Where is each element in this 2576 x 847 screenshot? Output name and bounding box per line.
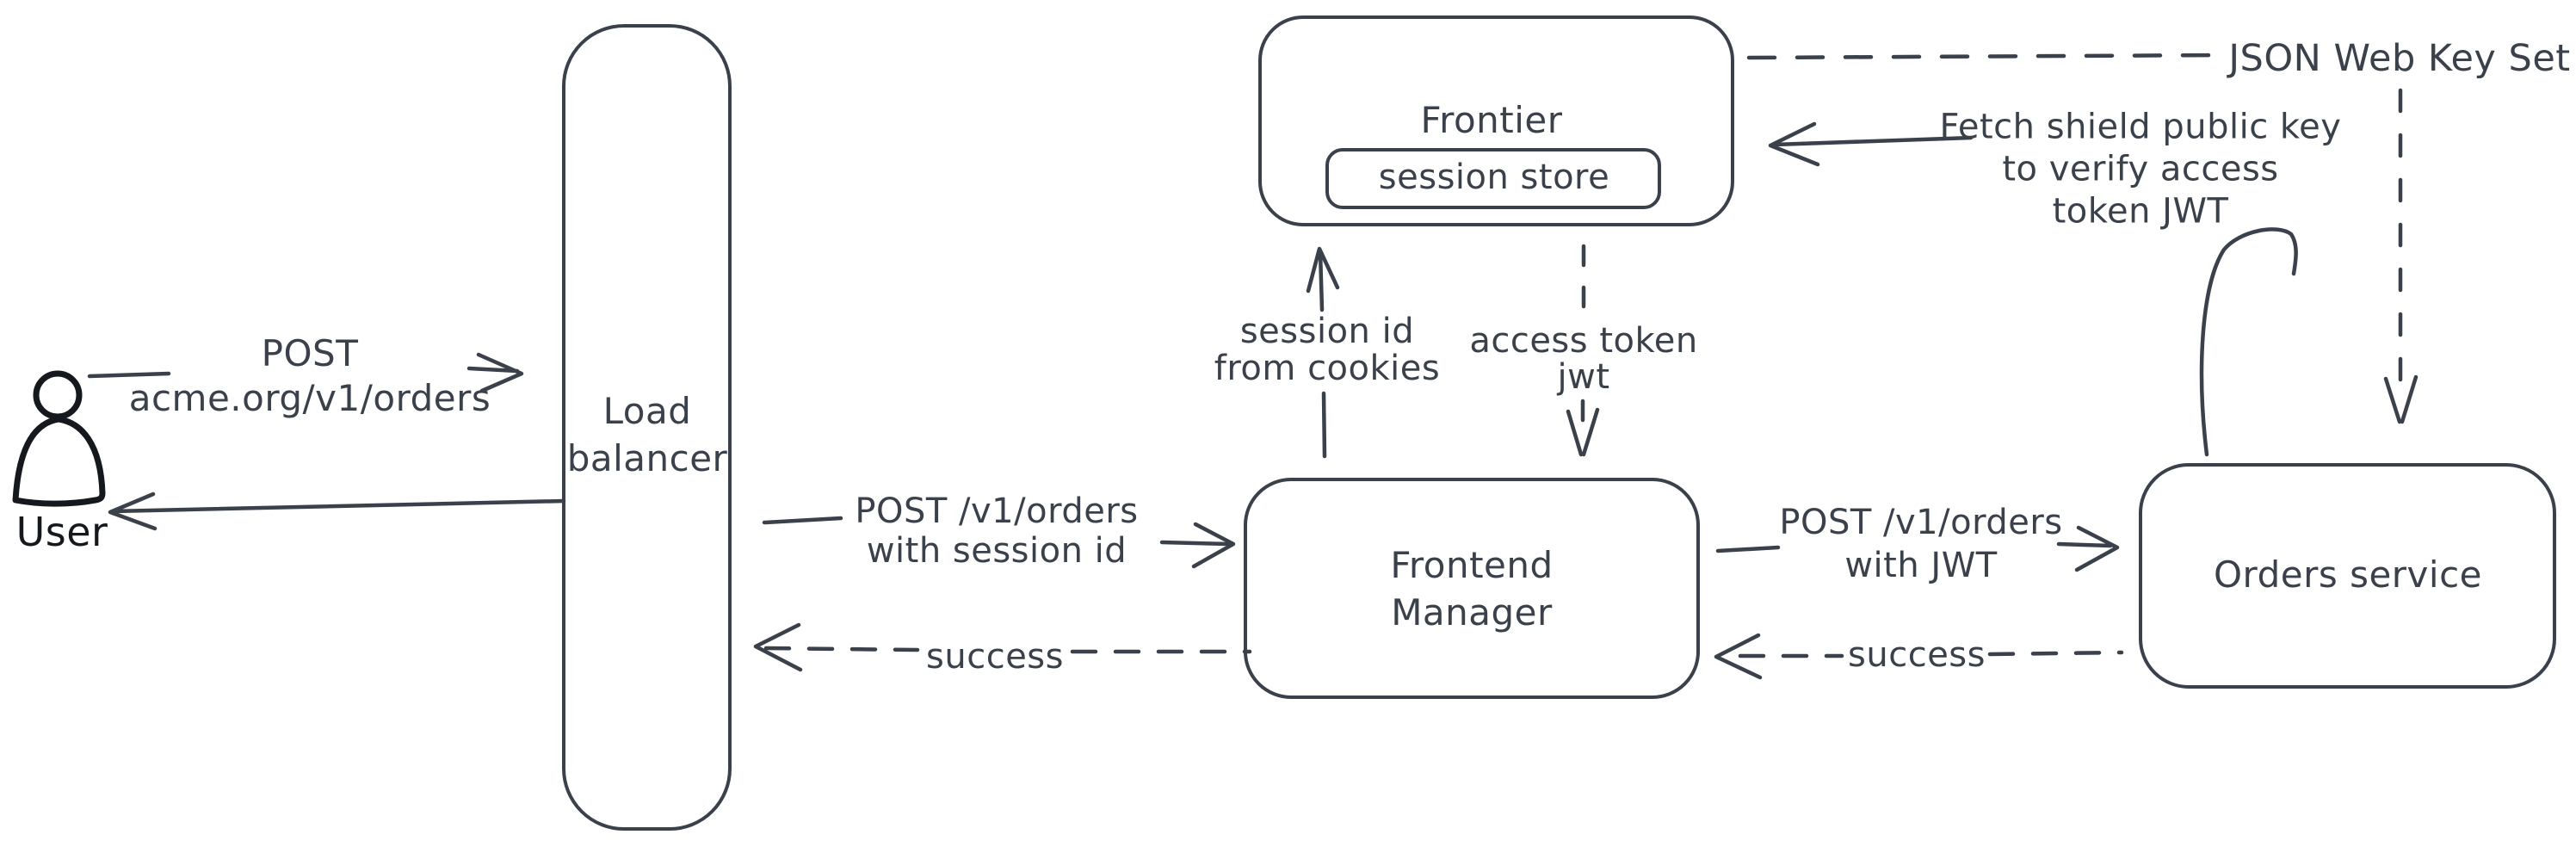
frontier-title[interactable]: Frontier xyxy=(1420,99,1563,141)
node-frontier[interactable] xyxy=(1258,15,1734,226)
node-frontend-manager[interactable] xyxy=(1244,478,1700,699)
arrow-session-id-head xyxy=(1306,246,1340,294)
arrow-lb-to-fm-head xyxy=(1191,522,1236,569)
node-session-store[interactable] xyxy=(1325,148,1661,209)
arrow-lb-to-user-shaft xyxy=(110,498,566,514)
arrow-lb-to-user[interactable] xyxy=(108,492,566,531)
node-orders-service[interactable] xyxy=(2139,463,2556,689)
user-head xyxy=(33,370,83,420)
session-store-label[interactable]: session store xyxy=(1378,158,1610,197)
arrow-fm-to-orders-head xyxy=(2074,525,2120,572)
arrow-access-token-head xyxy=(1566,407,1600,457)
edge-label-session-id-cookies[interactable]: session id from cookies xyxy=(1214,312,1441,388)
arrow-fm-to-lb-dash-left xyxy=(763,646,920,652)
arrow-lb-to-user-head xyxy=(108,492,158,531)
edge-label-post-jwt[interactable]: POST /v1/orders with JWT xyxy=(1779,503,2063,585)
user-figure-icon[interactable] xyxy=(12,370,106,507)
arrow-session-id-shaft-lower xyxy=(1321,391,1327,459)
arrow-lb-to-fm-shaft xyxy=(1159,540,1232,547)
arrow-jwks-head xyxy=(2383,374,2418,424)
edge-label-post-acme[interactable]: POST acme.org/v1/orders xyxy=(128,332,491,419)
edge-label-success-orders[interactable]: success xyxy=(1848,635,1986,675)
arrow-fm-to-orders-shaft xyxy=(2056,541,2113,548)
arrow-orders-to-fm-head xyxy=(1714,633,1763,680)
arrow-jwks-horizontal-dash xyxy=(1746,53,2230,60)
load-balancer-label[interactable]: Load balancer xyxy=(566,390,728,479)
arrow-lb-to-fm-tail xyxy=(762,516,843,525)
user-body xyxy=(12,416,106,507)
edge-label-access-token-jwt[interactable]: access token jwt xyxy=(1469,321,1698,397)
user-label: User xyxy=(15,509,108,555)
edge-label-jwks[interactable]: JSON Web Key Set xyxy=(2228,37,2571,80)
orders-service-label[interactable]: Orders service xyxy=(2213,553,2483,596)
arrow-orders-to-fm-dash-right xyxy=(1987,650,2124,657)
node-load-balancer[interactable] xyxy=(562,24,732,831)
arrow-fm-to-orders-tail xyxy=(1715,545,1781,553)
arrow-fm-to-lb-head xyxy=(753,622,803,672)
arrow-fetch-head xyxy=(1768,121,1820,167)
edge-label-post-session-id[interactable]: POST /v1/orders with session id xyxy=(855,492,1139,571)
arrow-fetch-curve xyxy=(2199,227,2298,457)
edge-label-fetch-public-key[interactable]: Fetch shield public key to verify access… xyxy=(1939,107,2342,232)
edge-label-success-lb[interactable]: success xyxy=(926,637,1064,677)
arrow-session-id-shaft-upper xyxy=(1318,249,1325,312)
frontend-manager-label[interactable]: Frontend Manager xyxy=(1390,544,1554,634)
